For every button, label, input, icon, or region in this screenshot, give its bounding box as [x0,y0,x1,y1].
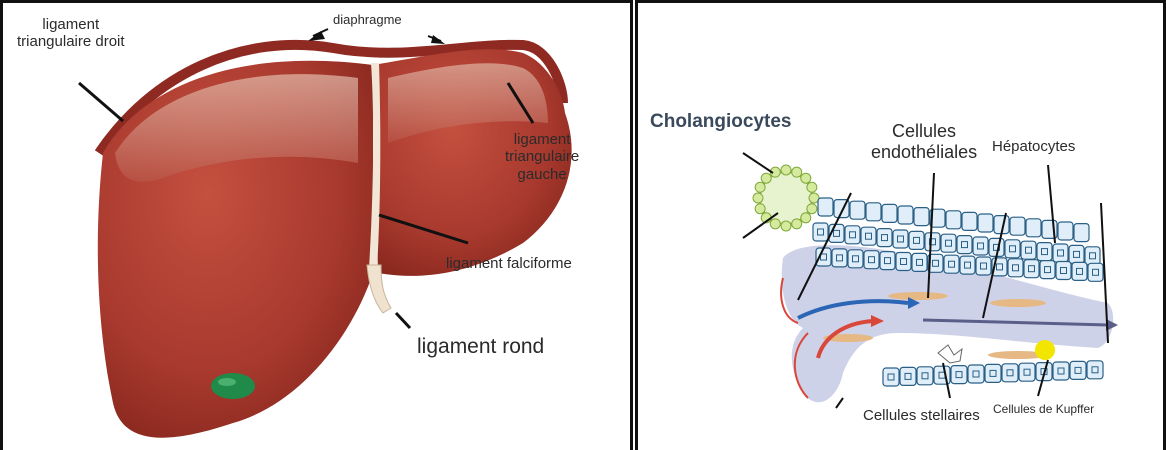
hepatocyte-cell [883,368,899,386]
bile-duct [753,165,819,231]
hepatocyte-cell [1005,240,1020,258]
label-hepatocytes: Hépatocytes [992,138,1075,155]
label-text: gauche [505,166,579,183]
label-cellules-stellaires: Cellules stellaires [863,407,980,424]
cholangiocyte-cell [807,182,817,192]
hepatocyte-cell [925,233,940,251]
hepatocyte-cell [968,365,984,383]
label-cellules-de-kupffer: Cellules de Kupffer [993,403,1094,417]
liver-illustration [3,3,633,450]
cholangiocyte-cell [753,193,763,203]
cholangiocyte-cell [792,167,802,177]
hepatocyte-cell [900,367,916,385]
hepatocyte-cell [973,237,988,255]
hepatocyte-cell [962,212,977,230]
hepatocyte-cell [1008,259,1023,277]
hepatocyte-cell [1040,261,1055,279]
label-ligament-triangulaire-droit: ligament triangulaire droit [17,16,125,51]
hepatic-cells-panel: Cholangiocytes Cellules endothéliales Hé… [635,0,1166,450]
cholangiocyte-cell [770,219,780,229]
cholangiocyte-cell [807,204,817,214]
label-text: Cellules [871,121,977,142]
hepatocyte-cell [818,198,833,216]
hepatocyte-cell [1085,247,1100,265]
hepatocyte-cell [917,367,933,385]
gallbladder [211,373,255,399]
hepatic-lobule-illustration [638,3,1166,450]
hepatocyte-cell [1072,262,1087,280]
hepatocyte-cell [951,366,967,384]
hepatocyte-cell [976,257,991,275]
hepatocyte-cell [1088,263,1103,281]
hepatocyte-cell [1010,217,1025,235]
cholangiocyte-cell [781,221,791,231]
hepatocyte-cell [845,226,860,244]
liver-anatomy-panel: ligament triangulaire droit diaphragme l… [0,0,633,450]
cholangiocyte-cell [761,173,771,183]
cholangiocyte-cell [755,204,765,214]
hepatocyte-cell [1058,222,1073,240]
hepatocyte-cell [978,214,993,232]
hepatocyte-cell [861,227,876,245]
hepatocyte-cell [898,206,913,224]
cholangiocyte-cell [801,173,811,183]
hepatocyte-cell [1070,361,1086,379]
label-text: triangulaire [505,148,579,165]
hepatocyte-cell [850,201,865,219]
hepatocyte-cell [896,253,911,271]
hepatocyte-cell [882,204,897,222]
hepatocyte-cell [877,229,892,247]
cholangiocyte-cell [792,219,802,229]
label-diaphragme: diaphragme [333,13,402,28]
stellate-cell [938,345,962,363]
hepatocyte-cell [1026,219,1041,237]
hepatocyte-cell [1021,241,1036,259]
hepatocyte-cell [1056,262,1071,280]
hepatocyte-cell [1019,363,1035,381]
hepatocyte-cell [1037,243,1052,261]
hepatocyte-cell [944,255,959,273]
hepatocyte-cell [1069,245,1084,263]
cholangiocyte-cell [781,165,791,175]
hepatocyte-cell [848,250,863,268]
hepatocyte-cell [985,364,1001,382]
cholangiocyte-cell [801,213,811,223]
hepatocyte-cell [1053,362,1069,380]
label-text: ligament [505,131,579,148]
hepatocyte-cell [960,256,975,274]
hepatocyte-cell [864,251,879,269]
label-ligament-triangulaire-gauche: ligament triangulaire gauche [505,131,579,183]
label-ligament-rond: ligament rond [417,335,544,359]
label-text: ligament [17,16,125,33]
endothelial-cell [888,292,948,300]
label-ligament-falciforme: ligament falciforme [446,255,572,272]
kupffer-cell [1035,340,1055,360]
hepatocyte-cell [912,253,927,271]
hepatocyte-cell [1002,364,1018,382]
hepatocyte-cell [957,236,972,254]
hepatocyte-cell [1024,260,1039,278]
cholangiocyte-cell [755,182,765,192]
label-cholangiocytes: Cholangiocytes [650,111,791,133]
hepatocyte-cell [813,223,828,241]
label-text: triangulaire droit [17,33,125,50]
hepatocyte-cell [1053,244,1068,262]
hepatocyte-cell [1074,224,1089,242]
hepatocyte-cell [880,252,895,270]
hepatocyte-cell [941,234,956,252]
hepatocyte-cell [832,249,847,267]
hepatocyte-cell [914,208,929,226]
hepatocyte-cell [1087,361,1103,379]
hepatocyte-cell [866,203,881,221]
hepatocyte-cell [909,231,924,249]
endothelial-cell [990,299,1046,307]
hepatocyte-cell [946,211,961,229]
label-text: endothéliales [871,142,977,163]
hepatocyte-cell [893,230,908,248]
label-cellules-endotheliales: Cellules endothéliales [871,121,977,162]
